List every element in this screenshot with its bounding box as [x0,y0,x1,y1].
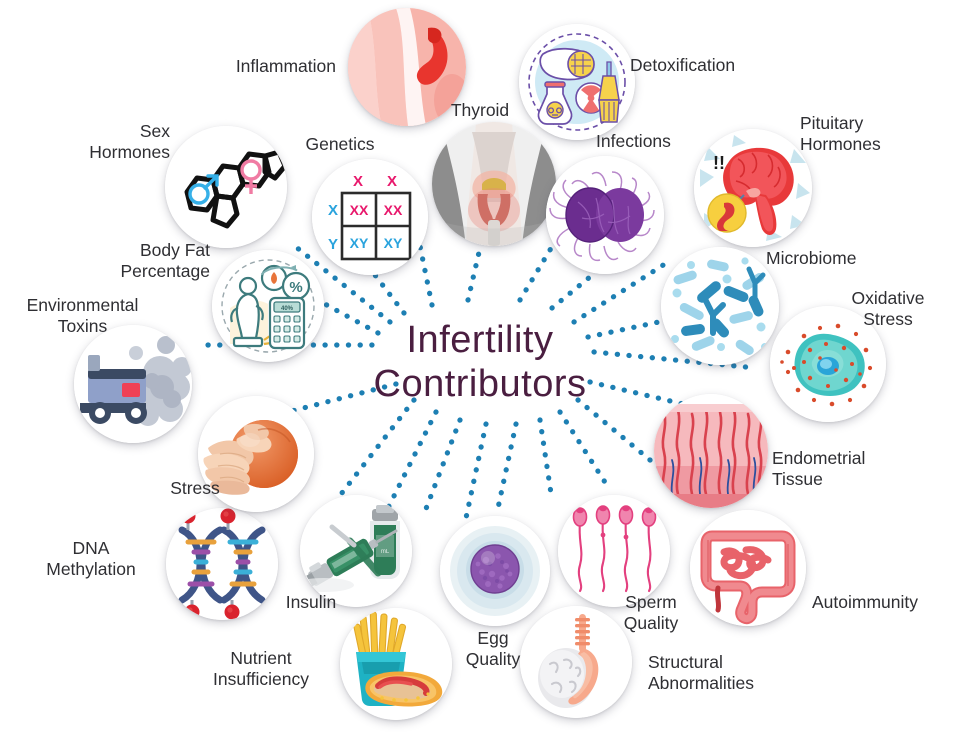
svg-text:mL: mL [381,549,390,555]
brain-pituitary-icon: !! [694,129,812,247]
svg-text:XY: XY [384,235,403,251]
label-thyroid: Thyroid [450,100,510,120]
label-egg-quality: Egg Quality [465,628,521,669]
detox-liver-icon [519,24,635,140]
bubble-thyroid[interactable] [432,122,556,246]
label-nutrient-insufficiency: Nutrient Insufficiency [213,648,309,689]
bubble-sex-hormones[interactable] [165,126,287,248]
bubble-microbiome[interactable] [661,247,779,365]
body-scale-icon: % 40% [212,250,324,362]
steroid-molecule-icon [165,126,287,248]
bubble-oxidative-stress[interactable] [770,306,886,422]
label-inflammation: Inflammation [235,56,336,76]
label-infections: Infections [596,131,671,151]
svg-text:!!: !! [713,153,725,173]
label-dna-methylation: DNA Methylation [46,538,136,579]
label-autoimmunity: Autoimmunity [812,592,919,612]
page-title: Infertility Contributors [300,318,660,406]
svg-text:X: X [328,202,338,219]
bubble-dna-methylation[interactable] [166,508,278,620]
ovum-icon [440,516,550,626]
svg-text:Y: Y [328,236,338,253]
title-line-1: Infertility [406,319,554,361]
punnett-square-icon: X X X Y XX XX XY XY [312,159,428,275]
label-stress: Stress [170,478,220,498]
bacteria-icon [546,156,664,274]
label-sperm-quality: Sperm Quality [623,592,679,633]
label-detoxification: Detoxification [630,55,736,75]
junk-food-icon [340,608,452,720]
inflamed-tissue-icon [348,8,466,126]
free-radical-cell-icon [770,306,886,422]
label-environmental-toxins: Environmental Toxins [26,295,139,336]
label-structural-abnormalities: Structural Abnormalities [648,652,755,693]
bubble-autoimmunity[interactable] [690,510,806,626]
bubble-environmental-toxins[interactable] [74,325,192,443]
bubble-detoxification[interactable] [519,24,635,140]
syringe-vial-icon: mL [300,495,412,607]
label-genetics: Genetics [305,134,375,154]
bubble-insulin[interactable]: mL [300,495,412,607]
bubble-nutrient-insufficiency[interactable] [340,608,452,720]
bubble-inflammation[interactable] [348,8,466,126]
label-body-fat: Body Fat Percentage [120,240,210,281]
label-pituitary-hormones: Pituitary Hormones [800,113,881,154]
label-sex-hormones: Sex Hormones [89,121,170,162]
bubble-endometrial-tissue[interactable] [654,394,768,508]
bubble-stress[interactable] [198,396,314,512]
svg-text:40%: 40% [281,306,294,312]
bubble-infections[interactable] [546,156,664,274]
bubble-body-fat[interactable]: % 40% [212,250,324,362]
endometrium-icon [654,394,768,508]
svg-text:XX: XX [350,202,369,218]
label-insulin: Insulin [285,592,337,612]
sperm-cells-icon [558,495,670,607]
title-line-2: Contributors [373,363,587,405]
label-endometrial-tissue: Endometrial Tissue [772,448,866,489]
intestine-icon [690,510,806,626]
svg-text:X: X [353,173,363,190]
exhaust-smoke-icon [74,325,192,443]
dna-helix-icon [166,508,278,620]
label-microbiome: Microbiome [766,248,857,268]
thyroid-gland-icon [432,122,556,246]
bubble-pituitary-hormones[interactable]: !! [694,129,812,247]
label-oxidative-stress: Oxidative Stress [851,288,925,329]
gut-flora-icon [661,247,779,365]
bubble-sperm-quality[interactable] [558,495,670,607]
bubble-egg-quality[interactable] [440,516,550,626]
bubble-genetics[interactable]: X X X Y XX XX XY XY [312,159,428,275]
svg-text:XX: XX [384,202,403,218]
svg-text:XY: XY [350,235,369,251]
svg-text:%: % [289,279,302,296]
svg-text:X: X [387,173,397,190]
stress-ball-hand-icon [198,396,314,512]
